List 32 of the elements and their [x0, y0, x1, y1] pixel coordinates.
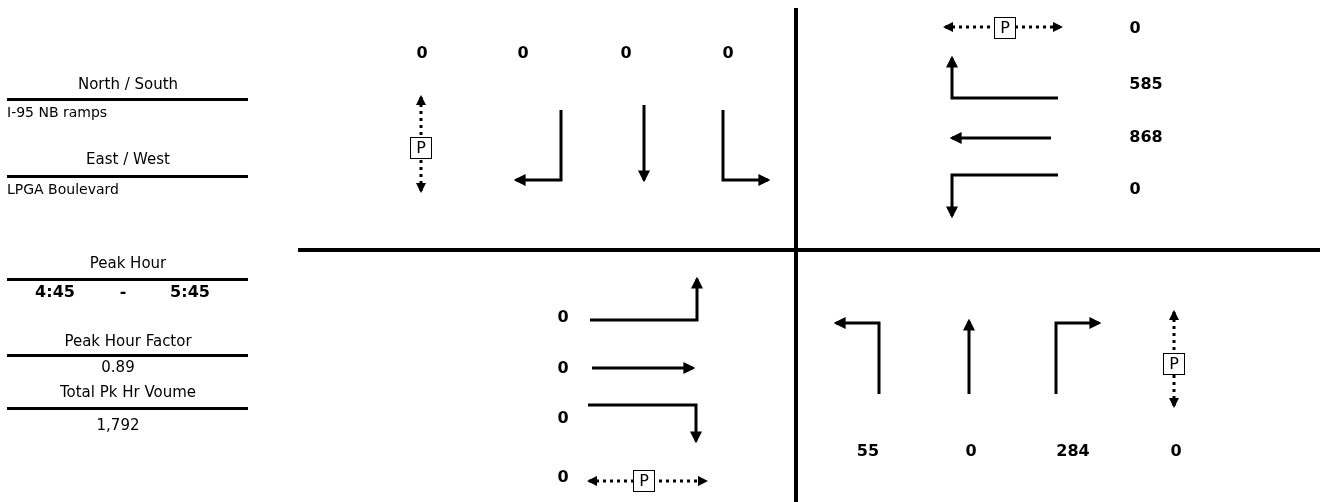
field-value: 0.89 [101, 360, 135, 375]
volume-count: 0 [517, 45, 529, 61]
pedestrian-box: P [994, 17, 1016, 39]
volume-count: 585 [1129, 76, 1163, 92]
volume-count: 0 [722, 45, 734, 61]
field-heading: Total Pk Hr Voume [59, 385, 197, 400]
field-value: I-95 NB ramps [7, 105, 108, 119]
pedestrian-box: P [410, 137, 432, 159]
pedestrian-box: P [633, 470, 655, 492]
volume-count: 0 [620, 45, 632, 61]
volume-count: 284 [1056, 443, 1090, 459]
volume-count: 0 [557, 469, 569, 485]
volume-count: 0 [1170, 443, 1182, 459]
time-value: 4:45 [35, 284, 75, 300]
time-separator: - [119, 284, 127, 300]
time-value: 5:45 [170, 284, 210, 300]
volume-count: 0 [416, 45, 428, 61]
field-heading: Peak Hour Factor [64, 334, 192, 349]
volume-count: 0 [557, 410, 569, 426]
volume-count: 55 [856, 443, 880, 459]
field-heading: North / South [77, 77, 179, 92]
field-heading: Peak Hour [89, 256, 167, 271]
volume-count: 868 [1129, 129, 1163, 145]
field-heading: East / West [86, 152, 170, 167]
volume-count: 0 [1129, 20, 1141, 36]
pedestrian-box: P [1163, 353, 1185, 375]
volume-count: 0 [1129, 181, 1141, 197]
field-value: 1,792 [96, 418, 140, 433]
volume-count: 0 [557, 309, 569, 325]
field-value: LPGA Boulevard [7, 182, 119, 196]
volume-count: 0 [557, 360, 569, 376]
volume-count: 0 [965, 443, 977, 459]
